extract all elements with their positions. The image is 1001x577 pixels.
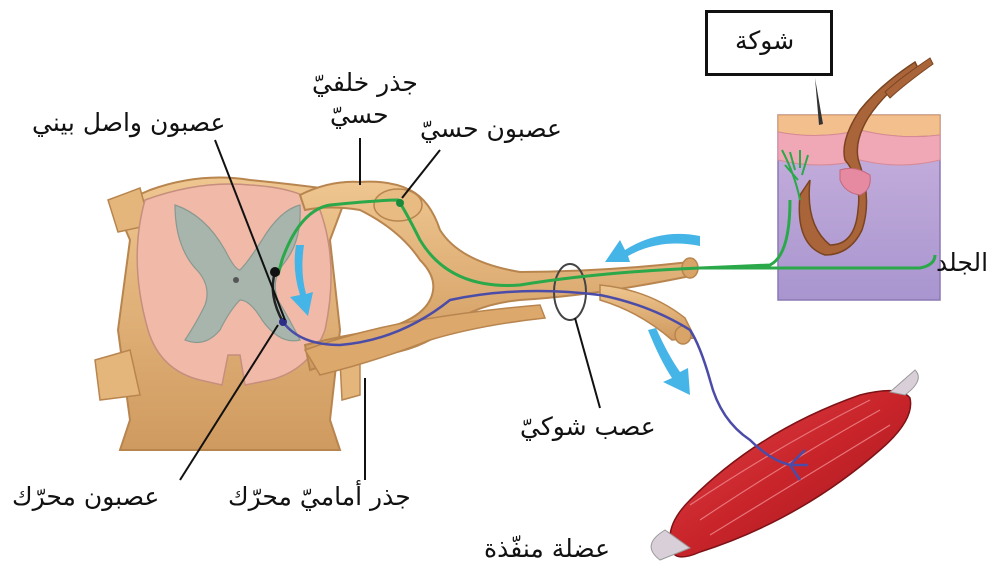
- label-interneuron: عصبون واصل بيني: [32, 108, 225, 138]
- label-sensory-neuron: عصبون حسيّ: [420, 114, 562, 144]
- sensory-neuron-body: [396, 199, 404, 207]
- label-dorsal-root-line1: جذر خلفيّ: [312, 68, 418, 98]
- label-ventral-root: جذر أماميّ محرّك: [228, 482, 411, 512]
- sensory-fiber-skin: [700, 200, 790, 268]
- label-skin: الجلد: [936, 248, 988, 278]
- effector-muscle: [651, 370, 918, 560]
- skin-block: [778, 58, 940, 300]
- interneuron-dot: [270, 267, 280, 277]
- label-motor-neuron: عصبون محرّك: [12, 482, 159, 512]
- motor-neuron-dot: [279, 318, 287, 326]
- label-thorn: شوكة: [735, 26, 794, 56]
- label-effector-muscle: عضلة منفّذة: [484, 534, 610, 564]
- label-dorsal-root-line2: حسيّ: [330, 100, 389, 130]
- spinal-cord: [95, 178, 360, 450]
- label-spinal-nerve: عصب شوكيّ: [520, 412, 656, 442]
- nerve-trunk: [300, 182, 698, 375]
